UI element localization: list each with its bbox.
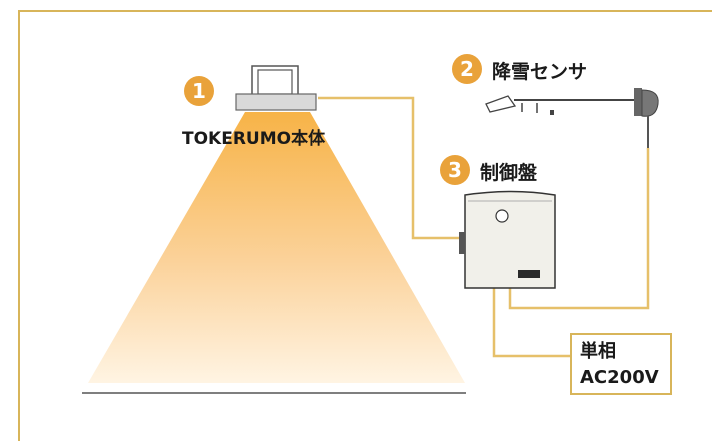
snow-sensor-icon [485,88,659,148]
control-panel-icon [459,190,556,289]
main-unit-label: TOKERUMO本体 [182,129,326,149]
power-line-1: 単相 [580,341,616,362]
power-line-2: AC200V [580,367,659,388]
heat-light-cone [88,112,465,383]
power-supply-box: 単相 AC200V [570,333,672,395]
badge-3: 3 [440,155,470,185]
control-panel-label: 制御盤 [480,162,538,184]
sensor-label: 降雪センサ [492,61,588,83]
badge-1: 1 [184,76,214,106]
badge-2: 2 [452,54,482,84]
wiring [318,96,650,358]
tokerumo-unit-icon [235,65,317,111]
